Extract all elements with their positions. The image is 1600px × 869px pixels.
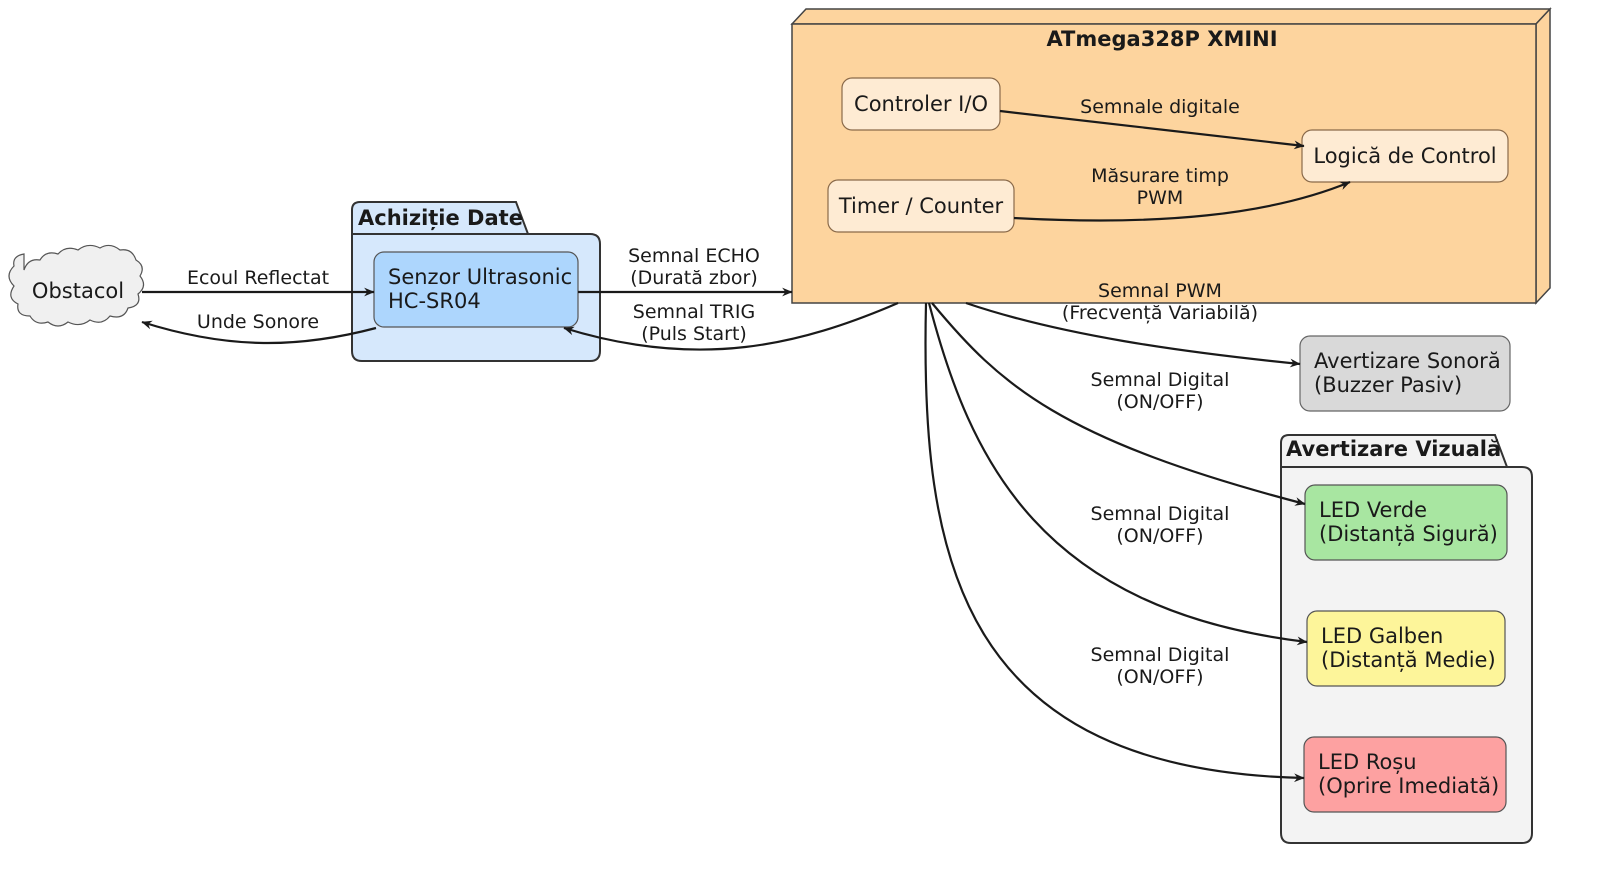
edge-sound-waves — [141, 320, 377, 345]
edge-digital-yellow — [927, 302, 1308, 646]
mcu-title: ATmega328P XMINI — [1046, 27, 1277, 51]
edge-echo-signal-label-line2: (Durată zbor) — [630, 267, 758, 289]
obstacle-node: Obstacol — [8, 244, 145, 327]
edge-pwm-signal-label-line1: Semnal PWM — [1098, 280, 1222, 302]
buzzer-label-line1: Avertizare Sonoră — [1314, 349, 1501, 373]
buzzer-box — [1299, 335, 1511, 412]
edge-trig-signal-label-line1: Semnal TRIG — [633, 301, 755, 323]
buzzer-label-line2: (Buzzer Pasiv) — [1314, 373, 1462, 397]
timer-counter-node — [827, 179, 1015, 233]
io-controller-label: Controler I/O — [854, 92, 988, 116]
led-red-label-line1: LED Roșu — [1318, 750, 1417, 774]
mcu-box-top — [790, 8, 1552, 25]
led-yellow-label-line1: LED Galben — [1321, 624, 1443, 648]
obstacle-cloud-shape — [8, 244, 145, 327]
led-yellow-node — [1306, 610, 1506, 687]
led-green-label-line1: LED Verde — [1319, 498, 1427, 522]
timer-counter-label: Timer / Counter — [838, 194, 1004, 218]
led-green-node — [1304, 484, 1508, 561]
edge-echo-signal-label-line1: Semnal ECHO — [628, 245, 760, 267]
edge-digital-red — [924, 302, 1305, 783]
sensor-label-line1: Senzor Ultrasonic — [388, 265, 572, 289]
edge-digital-red-label-line2: (ON/OFF) — [1116, 666, 1203, 688]
edge-digital-yellow-label-line2: (ON/OFF) — [1116, 525, 1203, 547]
io-controller-node — [841, 77, 1001, 131]
acquisition-package-title: Achiziție Date — [358, 206, 523, 231]
edge-echo-reflected-label: Ecoul Reflectat — [187, 267, 329, 289]
edge-digital-red-label-line1: Semnal Digital — [1091, 644, 1230, 666]
control-logic-node — [1301, 129, 1509, 183]
acquisition-package: Achiziție Date Senzor Ultrasonic HC-SR04 — [351, 201, 601, 362]
edge-digital-yellow-label-line1: Semnal Digital — [1091, 503, 1230, 525]
mcu-node: ATmega328P XMINI Controler I/O Timer / C… — [790, 7, 1552, 305]
mcu-box-side — [1535, 7, 1551, 305]
edge-trig-signal-label-line2: (Puls Start) — [641, 323, 747, 345]
led-red-label-line2: (Oprire Imediată) — [1318, 774, 1499, 798]
edge-digital-green-label-line1: Semnal Digital — [1091, 369, 1230, 391]
control-logic-label: Logică de Control — [1313, 144, 1496, 168]
edge-pwm-signal — [965, 301, 1301, 368]
visual-package-title: Avertizare Vizuală — [1286, 437, 1501, 461]
visual-package: Avertizare Vizuală LED Verde (Distanță S… — [1280, 434, 1533, 844]
edge-trig-signal — [563, 301, 899, 351]
buzzer-node: Avertizare Sonoră (Buzzer Pasiv) — [1299, 335, 1511, 412]
sensor-label-line2: HC-SR04 — [388, 289, 481, 313]
edge-digital-green — [931, 302, 1306, 506]
edge-digital-signals — [999, 109, 1305, 150]
edge-time-measure-label-line1: Măsurare timp — [1091, 165, 1229, 187]
obstacle-label: Obstacol — [32, 279, 124, 303]
edge-pwm-signal-label-line2: (Frecvență Variabilă) — [1062, 302, 1258, 324]
edge-digital-signals-label: Semnale digitale — [1080, 96, 1240, 118]
edge-time-measure-label-line2: PWM — [1137, 187, 1184, 209]
edge-digital-green-label-line2: (ON/OFF) — [1116, 391, 1203, 413]
led-green-label-line2: (Distanță Sigură) — [1319, 522, 1498, 546]
led-yellow-label-line2: (Distanță Medie) — [1321, 648, 1496, 672]
edge-time-measure — [1013, 180, 1351, 222]
edge-sound-waves-label: Unde Sonore — [197, 311, 319, 333]
